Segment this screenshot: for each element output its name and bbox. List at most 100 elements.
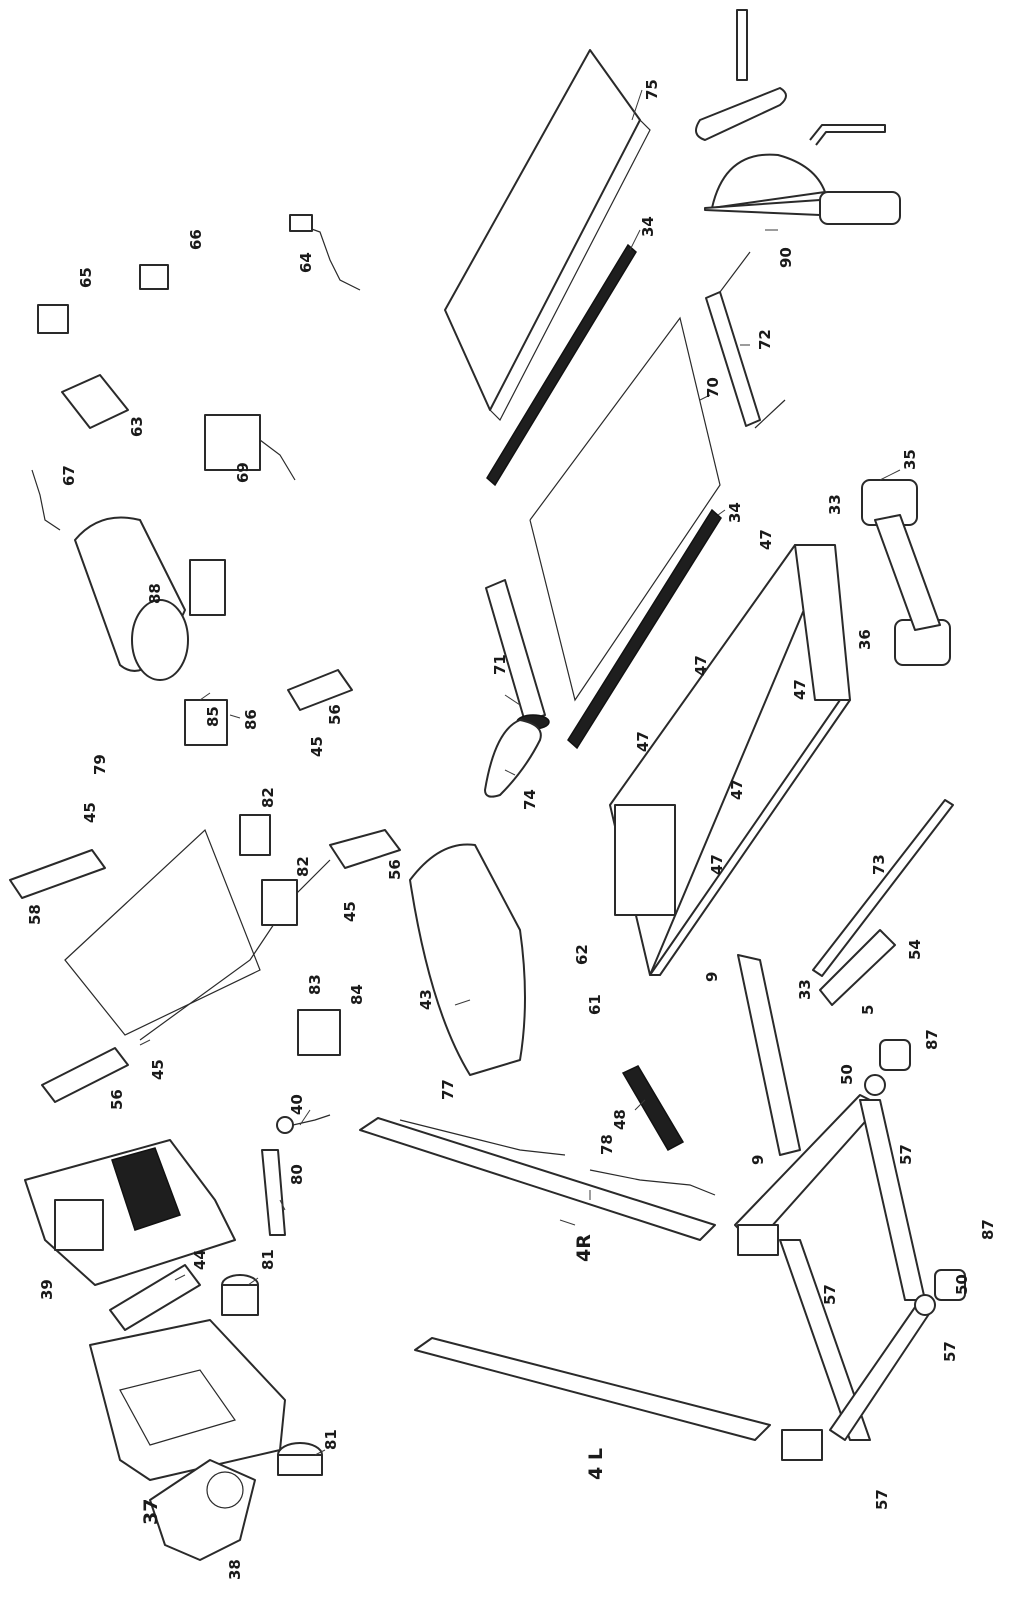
part-48-strip [621, 1065, 685, 1152]
label-90: 90 [777, 247, 795, 268]
label-33-top: 33 [826, 494, 844, 515]
part-4L-upright [414, 1337, 771, 1441]
part-84-sensor [297, 1009, 341, 1056]
label-47-f: 47 [708, 854, 726, 875]
label-43: 43 [417, 989, 435, 1010]
part-43-motor-cover [409, 843, 526, 1076]
label-62: 62 [573, 944, 591, 965]
label-35: 35 [901, 449, 919, 470]
label-45-b: 45 [81, 802, 99, 823]
label-57-b: 57 [821, 1284, 839, 1305]
part-5-tube [819, 929, 896, 1006]
label-44: 44 [191, 1249, 209, 1270]
part-40-key [276, 1114, 331, 1134]
callout-labels: 75 90 34 34 64 66 65 63 67 69 72 70 88 3… [26, 79, 997, 1580]
part-35-rear-frame [861, 479, 951, 666]
label-56-b: 56 [386, 859, 404, 880]
part-73-actuator [812, 799, 954, 977]
part-4R-upright [359, 1117, 716, 1241]
label-56-a: 56 [108, 1089, 126, 1110]
label-87-b: 87 [979, 1219, 997, 1240]
label-5: 5 [859, 1005, 877, 1015]
label-54: 54 [906, 939, 924, 960]
part-82-grip-a [239, 814, 271, 856]
label-47-e: 47 [728, 779, 746, 800]
part-77-wire [399, 1119, 566, 1156]
part-58-tube [9, 849, 106, 899]
label-67: 67 [60, 465, 78, 486]
part-70-belt [529, 316, 721, 702]
label-39: 39 [38, 1279, 56, 1300]
label-48: 48 [611, 1109, 629, 1130]
label-71: 71 [491, 654, 509, 675]
label-82-a: 82 [259, 787, 277, 808]
label-50-a: 50 [838, 1064, 856, 1085]
label-47-d: 47 [634, 731, 652, 752]
label-58: 58 [26, 904, 44, 925]
label-4R: 4R [573, 1234, 595, 1262]
part-88-motor [74, 516, 226, 681]
part-main-frame [609, 544, 851, 976]
label-9-b: 9 [749, 1155, 767, 1165]
label-73: 73 [870, 854, 888, 875]
label-4L: 4 L [585, 1448, 607, 1480]
part-39-console [24, 1139, 236, 1286]
label-69: 69 [234, 462, 252, 483]
label-88: 88 [146, 583, 164, 604]
label-65: 65 [77, 267, 95, 288]
part-64-cord [289, 214, 361, 291]
label-47-b: 47 [692, 655, 710, 676]
label-57-d: 57 [873, 1489, 891, 1510]
part-87-foot-a [879, 1039, 911, 1071]
label-81-b: 81 [322, 1429, 340, 1450]
label-9-a: 9 [703, 972, 721, 982]
label-81-a: 81 [259, 1249, 277, 1270]
leader-lines [139, 89, 901, 1456]
label-36: 36 [856, 629, 874, 650]
part-38-cover [149, 1459, 256, 1561]
part-63-board [61, 374, 129, 429]
part-base-frame [734, 1094, 936, 1461]
part-66-filter [139, 264, 169, 290]
part-65-bracket [37, 304, 69, 334]
label-86: 86 [242, 709, 260, 730]
part-81-cup-b [277, 1442, 323, 1476]
label-74: 74 [521, 789, 539, 810]
label-63: 63 [128, 416, 146, 437]
part-90-tools [695, 9, 901, 225]
part-75-deck [444, 49, 651, 422]
label-87-a: 87 [923, 1029, 941, 1050]
label-33-bottom: 33 [796, 979, 814, 1000]
part-72-rear-roller [705, 251, 786, 429]
label-50-b: 50 [953, 1274, 971, 1295]
label-34-top: 34 [639, 216, 657, 237]
part-56-tube-c [287, 669, 353, 711]
label-56-c: 56 [326, 704, 344, 725]
part-67-wire [31, 469, 61, 531]
label-83: 83 [306, 974, 324, 995]
part-34-rail-bottom [567, 508, 722, 750]
label-70: 70 [704, 377, 722, 398]
label-64: 64 [297, 252, 315, 273]
part-69-controller [204, 414, 296, 481]
part-81-cup-a [221, 1274, 259, 1316]
label-61: 61 [586, 994, 604, 1015]
part-86-sensor [184, 699, 228, 746]
label-47-c: 47 [791, 679, 809, 700]
part-34-rail-top [486, 243, 637, 487]
part-74-drive-belt [484, 719, 542, 798]
label-77: 77 [439, 1079, 457, 1100]
label-75: 75 [643, 79, 661, 100]
part-37-console-shroud [89, 1319, 286, 1481]
part-56-tube-b [329, 829, 401, 869]
label-34-bottom: 34 [726, 502, 744, 523]
part-56-tube-a [41, 1047, 129, 1103]
label-79: 79 [91, 754, 109, 775]
label-37: 37 [140, 1499, 162, 1525]
part-80-bracket [261, 1149, 286, 1236]
label-57-c: 57 [941, 1341, 959, 1362]
part-78-wire [589, 1169, 716, 1196]
part-87-foot-b [934, 1269, 966, 1301]
label-78: 78 [598, 1134, 616, 1155]
